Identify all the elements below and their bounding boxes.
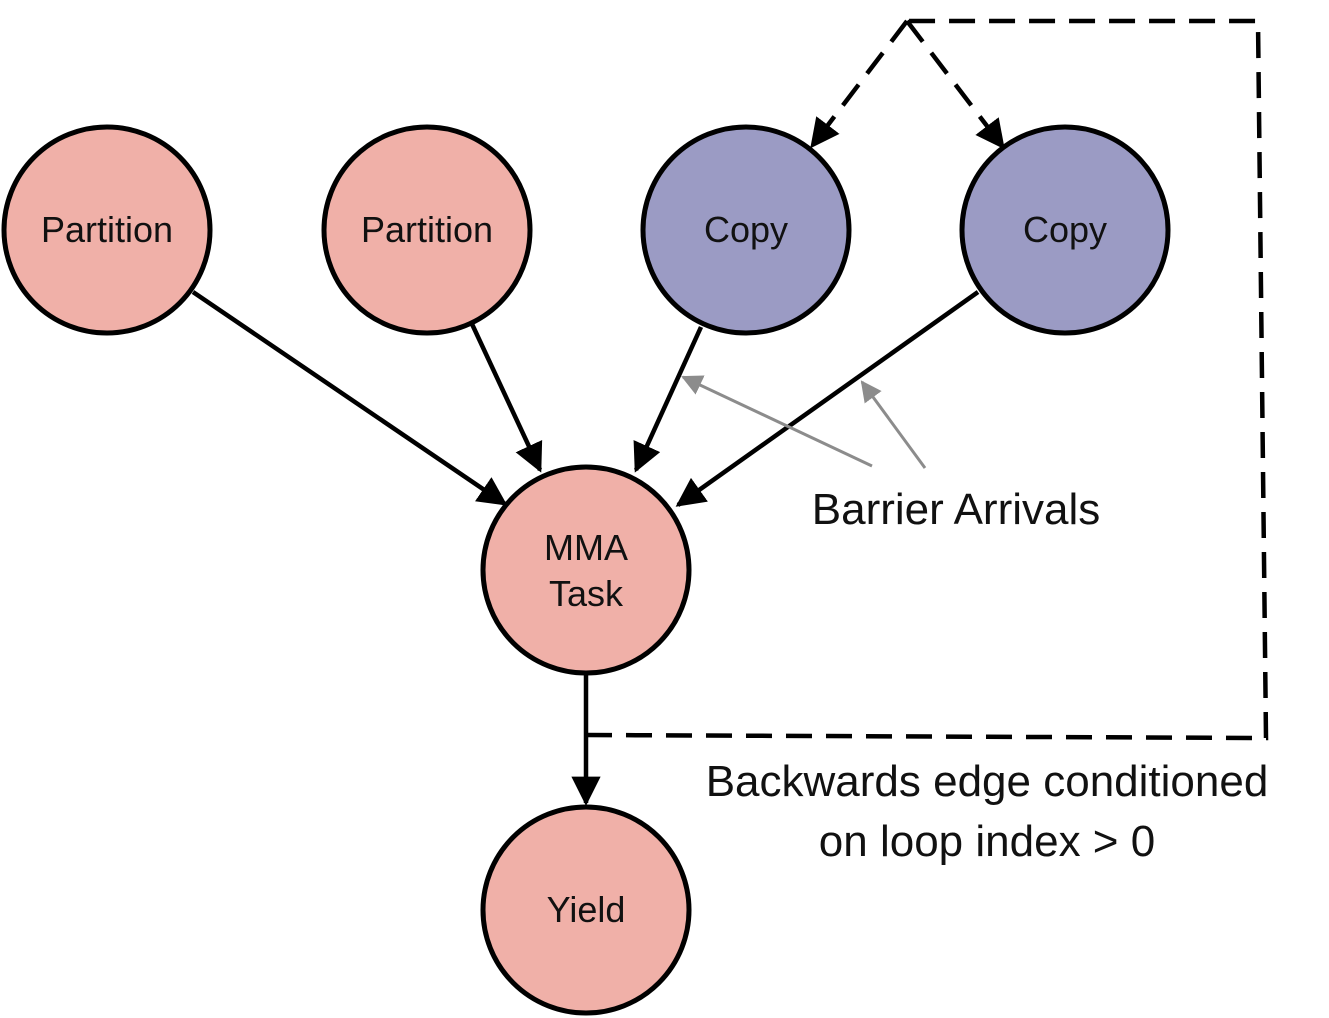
partition-node-2-label: Partition: [361, 209, 493, 250]
edge-copy2-to-mma: [675, 290, 980, 507]
barrier-arrow-to-copy1-edge: [681, 375, 873, 468]
backwards-edge-label-line1: Backwards edge conditioned: [706, 757, 1269, 806]
edge-partition2-to-mma: [469, 323, 543, 473]
partition-node-1: Partition: [1, 124, 213, 336]
copy-node-2-circle: [959, 124, 1171, 336]
copy-node-1-label: Copy: [704, 209, 788, 250]
yield-node-label: Yield: [547, 889, 626, 930]
copy-node-1-circle: [640, 124, 852, 336]
copy-node-1: Copy: [640, 124, 852, 336]
copy-node-2: Copy: [959, 124, 1171, 336]
mma-task-label-line1: MMA: [544, 527, 628, 568]
mma-task-node: MMA Task: [480, 464, 692, 676]
backwards-edge-to-copy1: [810, 19, 909, 149]
yield-node: Yield: [480, 804, 692, 1016]
partition-node-2: Partition: [321, 124, 533, 336]
mma-task-label-line2: Task: [549, 573, 624, 614]
edge-partition1-to-mma: [191, 290, 508, 506]
partition-node-1-circle: [1, 124, 213, 336]
partition-node-2-circle: [321, 124, 533, 336]
mma-task-node-circle: [480, 464, 692, 676]
barrier-arrivals-label: Barrier Arrivals: [812, 485, 1101, 534]
edge-copy1-to-mma: [633, 326, 704, 473]
partition-node-1-label: Partition: [41, 209, 173, 250]
yield-node-circle: [480, 804, 692, 1016]
barrier-arrow-to-copy2-edge: [860, 380, 927, 469]
backwards-edge-label-line2: on loop index > 0: [819, 817, 1155, 866]
backwards-edge-to-copy2: [905, 19, 1005, 150]
copy-node-2-label: Copy: [1023, 209, 1107, 250]
backwards-edge-dashed: [585, 18, 1269, 741]
